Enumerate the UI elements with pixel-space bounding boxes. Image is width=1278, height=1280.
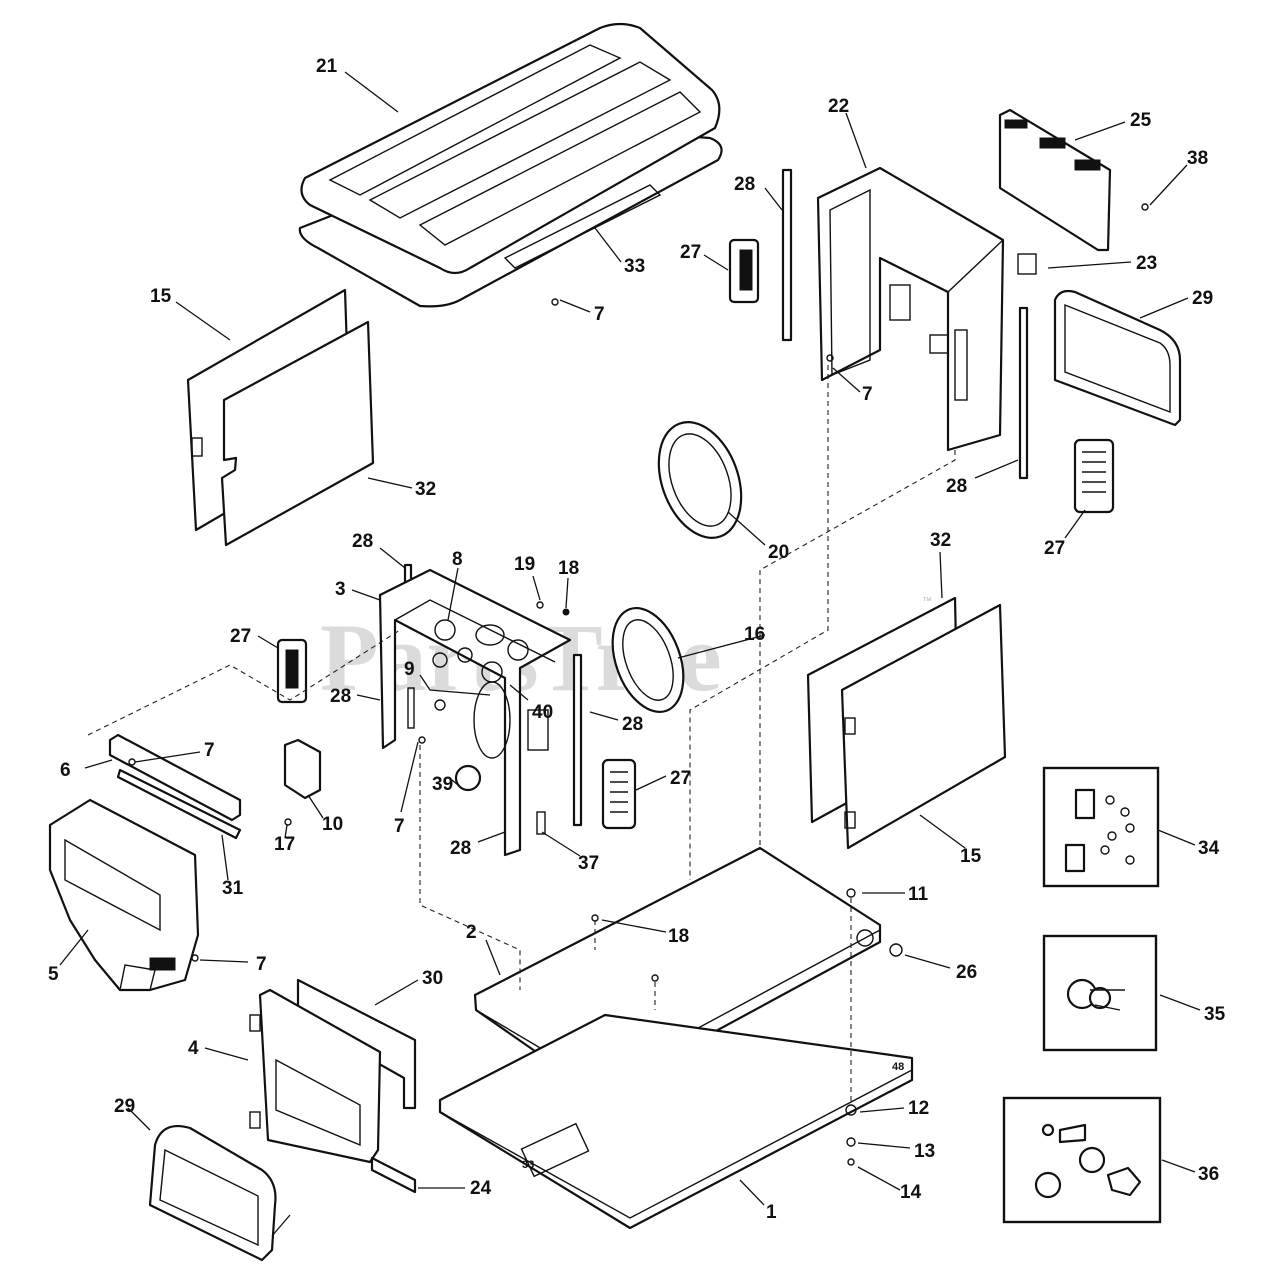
callout-31: 31: [222, 878, 244, 899]
housing-5: [48, 798, 200, 992]
callout-23: 23: [1136, 253, 1157, 274]
callout-32-left: 32: [415, 479, 436, 500]
callout-8: 8: [452, 549, 463, 570]
callout-33: 33: [624, 256, 645, 277]
callout-3: 3: [335, 579, 346, 600]
bracket-10: [283, 738, 322, 800]
callouts: 21 33 7 15 32 22 25 38 23 29 7 28 27 28 …: [48, 56, 1226, 1223]
callout-28-frame-right: 28: [622, 714, 643, 735]
panel-frame-29-right: [1053, 289, 1182, 427]
watermark-trademark: ™: [922, 596, 932, 607]
callout-15-left: 15: [150, 286, 172, 307]
kit-box-36: [1002, 1096, 1162, 1224]
callout-17: 17: [274, 834, 295, 855]
side-panel-15-right: [840, 603, 1007, 850]
gasket-ring-20: [657, 421, 743, 539]
callout-28-frame-bottom: 28: [450, 838, 471, 859]
callout-20: 20: [768, 542, 789, 563]
kit-box-34: [1042, 766, 1160, 888]
callout-15-right: 15: [960, 846, 982, 867]
louver-27-left: [276, 638, 308, 704]
callout-34: 34: [1198, 838, 1220, 859]
callout-12: 12: [908, 1098, 929, 1119]
rail-31: [116, 768, 242, 840]
callout-7-bracket: 7: [204, 740, 215, 761]
callout-37: 37: [578, 853, 599, 874]
callout-32-right: 32: [930, 530, 951, 551]
callout-30: 30: [422, 968, 443, 989]
callout-28-top: 28: [734, 174, 755, 195]
panel-frame-29-left: [148, 1124, 277, 1262]
callout-10: 10: [322, 814, 343, 835]
callout-38: 38: [1187, 148, 1208, 169]
callout-7-control: 7: [862, 384, 873, 405]
roof-21: [300, 22, 721, 275]
alignment-lines: [87, 365, 956, 1105]
callout-11: 11: [908, 884, 929, 905]
callout-24: 24: [470, 1178, 492, 1199]
callout-29-right: 29: [1192, 288, 1213, 309]
callout-19: 19: [514, 554, 535, 575]
callout-1: 1: [766, 1202, 777, 1223]
callout-6: 6: [60, 760, 71, 781]
gasket-ring-16: [611, 606, 685, 714]
callout-18-base: 18: [668, 926, 689, 947]
door-panel-4: [249, 988, 382, 1164]
louver-27-mid: [601, 758, 637, 830]
callout-28-frame-left: 28: [330, 686, 351, 707]
callout-27-right: 27: [1044, 538, 1065, 559]
label-23: [1017, 253, 1037, 275]
callout-27-left: 27: [230, 626, 251, 647]
callout-16: 16: [744, 624, 765, 645]
callout-27-top: 27: [680, 242, 701, 263]
leader-lines: [59, 71, 1201, 1237]
control-box-22: [816, 166, 1005, 452]
callout-14: 14: [900, 1182, 922, 1203]
callout-35: 35: [1204, 1004, 1226, 1025]
callout-9: 9: [404, 659, 415, 680]
bracket-6: [108, 733, 242, 822]
insulation-32-left: [220, 320, 375, 547]
callout-18-frame: 18: [558, 558, 579, 579]
callout-27-mid: 27: [670, 768, 691, 789]
callout-25: 25: [1130, 110, 1152, 131]
callout-7-frame: 7: [394, 816, 405, 837]
outlet-panel-25: [998, 108, 1112, 252]
callout-5: 5: [48, 964, 59, 985]
trim-strips-28: [403, 168, 1029, 827]
base-stamp-front: 33: [522, 1159, 534, 1171]
callout-39: 39: [432, 774, 453, 795]
callout-29-left: 29: [114, 1096, 135, 1117]
kit-box-35: [1042, 934, 1158, 1052]
base-stamp-rear: 48: [892, 1061, 904, 1073]
base-pan-1: [438, 1013, 914, 1230]
callout-28-frame-top: 28: [352, 531, 373, 552]
callout-26: 26: [956, 962, 977, 983]
callout-7-housing: 7: [256, 954, 267, 975]
callout-13: 13: [914, 1141, 935, 1162]
callout-7-roof: 7: [594, 304, 605, 325]
callout-21: 21: [316, 56, 338, 77]
foam-strip-24: [370, 1156, 417, 1194]
callout-22: 22: [828, 96, 849, 117]
callout-40: 40: [532, 702, 553, 723]
center-frame-3: [378, 568, 572, 857]
louver-27-top: [728, 238, 760, 304]
callout-28-right: 28: [946, 476, 967, 497]
callout-4: 4: [188, 1038, 199, 1059]
callout-2: 2: [466, 922, 477, 943]
callout-36: 36: [1198, 1164, 1219, 1185]
louver-27-right: [1073, 438, 1115, 514]
